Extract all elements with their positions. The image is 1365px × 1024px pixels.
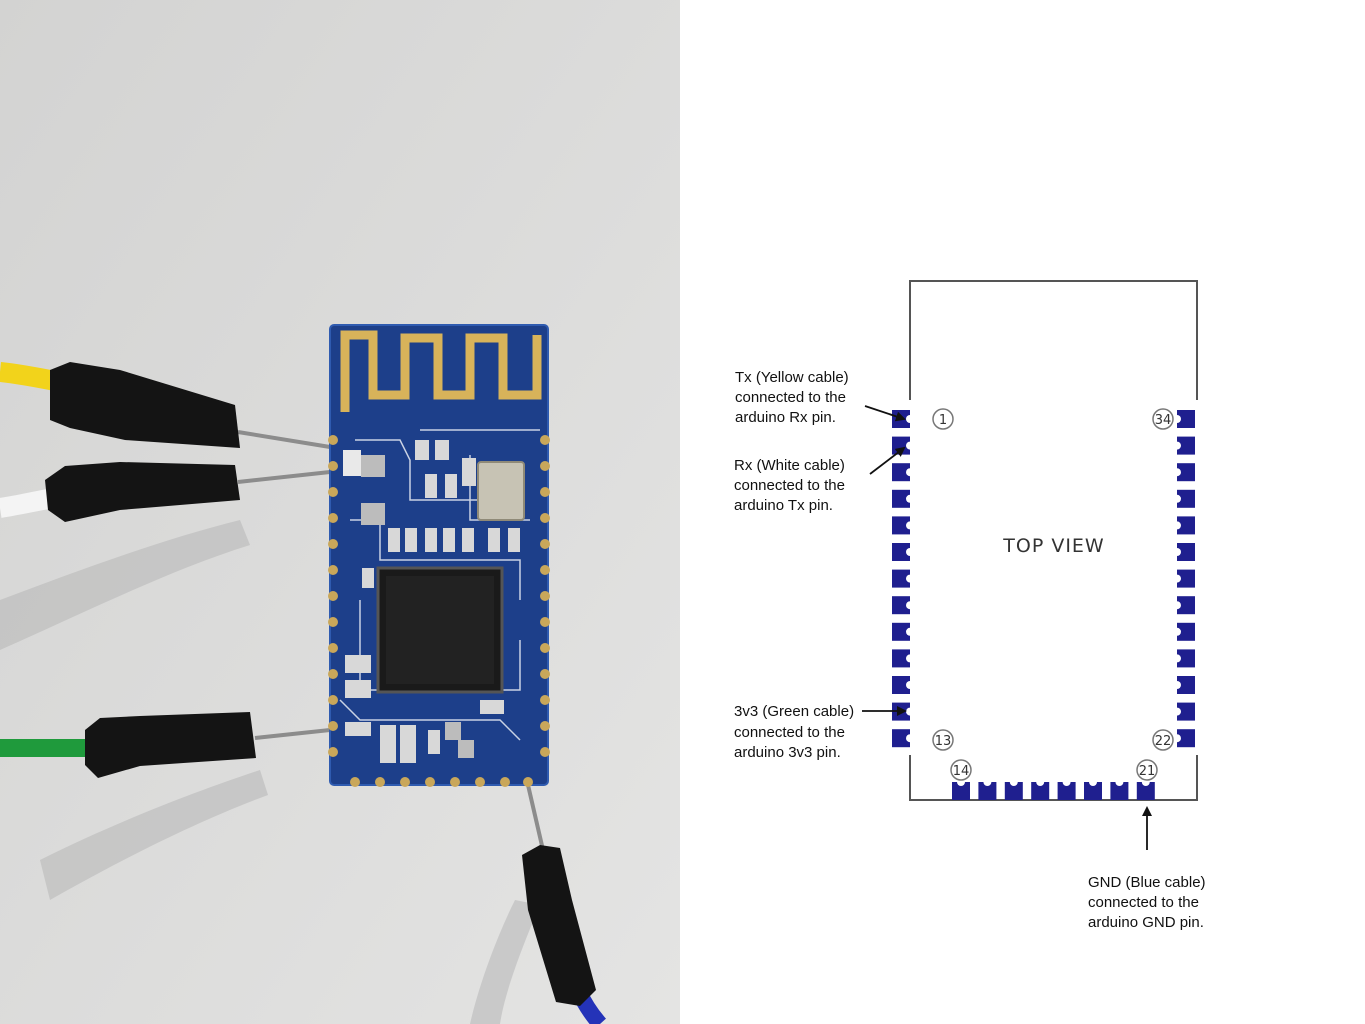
wire-shadows xyxy=(0,520,540,1024)
bottom-pin-pad xyxy=(1057,778,1076,800)
left-pin-pad xyxy=(892,569,914,588)
pin-markers: 1 34 13 22 14 21 xyxy=(932,408,1174,781)
bottom-pins xyxy=(952,778,1155,800)
right-pin-pad xyxy=(1173,410,1195,428)
annotation-arrows xyxy=(862,405,1152,850)
connector-pins xyxy=(237,430,545,851)
bottom-pin-pad xyxy=(952,778,970,800)
bottom-pin-pad xyxy=(1136,778,1155,800)
pcb-antenna xyxy=(340,330,542,412)
right-pin-pad xyxy=(1173,489,1195,508)
pin-label-34: 34 xyxy=(1155,413,1172,428)
bottom-pin-pad xyxy=(1031,778,1050,800)
left-pins xyxy=(892,410,914,748)
annotation-rx: Rx (White cable) connected to the arduin… xyxy=(734,457,845,514)
right-pin-pad xyxy=(1173,676,1195,694)
annotation-gnd: GND (Blue cable) connected to the arduin… xyxy=(1088,874,1206,931)
pinout-diagram: TOP VIEW 1 34 13 22 14 21 Tx (Yellow cab… xyxy=(680,0,1365,1024)
rx-arrow xyxy=(869,446,906,475)
left-pin-pad xyxy=(892,436,914,455)
right-pin-pad xyxy=(1173,596,1195,615)
bottom-pin-pad xyxy=(1084,778,1102,800)
right-pin-pad xyxy=(1173,463,1195,482)
right-pin-pad xyxy=(1173,729,1195,748)
annotation-gnd-line: arduino GND pin. xyxy=(1088,914,1204,931)
module-photo xyxy=(0,0,680,1024)
annotation-rx-line: arduino Tx pin. xyxy=(734,497,833,514)
left-pin-pad xyxy=(892,596,914,615)
pin-label-1: 1 xyxy=(939,413,947,428)
annotation-tx-line: Tx (Yellow cable) xyxy=(735,369,849,386)
annotation-3v3-line: arduino 3v3 pin. xyxy=(734,744,841,761)
bottom-pin-pad xyxy=(978,778,997,800)
module-photo-illustration xyxy=(0,0,680,1024)
left-pin-pad xyxy=(892,516,914,535)
pcb-components xyxy=(343,440,525,763)
pcb-edge-pads xyxy=(328,435,550,787)
module-outline xyxy=(909,280,1198,801)
left-pin-pad xyxy=(892,489,914,508)
annotation-tx: Tx (Yellow cable) connected to the ardui… xyxy=(735,369,849,426)
connector-housings xyxy=(45,362,596,1006)
right-pins xyxy=(1173,410,1195,748)
annotation-gnd-line: connected to the xyxy=(1088,894,1199,911)
annotation-rx-line: Rx (White cable) xyxy=(734,457,845,474)
bottom-pin-pad xyxy=(1004,778,1023,800)
left-pin-pad xyxy=(892,622,914,641)
right-pin-pad xyxy=(1173,622,1195,641)
pin-label-22: 22 xyxy=(1155,734,1172,749)
right-pin-pad xyxy=(1173,436,1195,455)
right-pin-pad xyxy=(1173,516,1195,535)
left-pin-pad xyxy=(892,543,914,561)
pinout-diagram-svg: TOP VIEW 1 34 13 22 14 21 Tx (Yellow cab… xyxy=(734,280,1206,931)
right-pin-pad xyxy=(1173,569,1195,588)
bottom-pin-pad xyxy=(1110,778,1129,800)
top-view-label: TOP VIEW xyxy=(1002,535,1104,557)
right-pin-pad xyxy=(1173,649,1195,668)
annotation-gnd-line: GND (Blue cable) xyxy=(1088,874,1206,891)
left-pin-pad xyxy=(892,676,914,694)
left-pin-pad xyxy=(892,649,914,668)
right-pin-pad xyxy=(1173,702,1195,721)
left-pin-pad xyxy=(892,463,914,482)
pin-label-21: 21 xyxy=(1139,764,1156,779)
annotation-tx-line: arduino Rx pin. xyxy=(735,409,836,426)
annotation-tx-line: connected to the xyxy=(735,389,846,406)
pcb-board xyxy=(328,324,550,787)
left-pin-pad xyxy=(892,729,914,748)
annotation-3v3-line: 3v3 (Green cable) xyxy=(734,703,854,720)
annotation-3v3-line: connected to the xyxy=(734,724,845,741)
annotation-3v3: 3v3 (Green cable) connected to the ardui… xyxy=(734,703,854,761)
pin-label-14: 14 xyxy=(953,764,970,779)
annotation-rx-line: connected to the xyxy=(734,477,845,494)
pin-label-13: 13 xyxy=(935,734,952,749)
tx-arrow xyxy=(864,405,906,422)
right-pin-pad xyxy=(1173,543,1195,561)
